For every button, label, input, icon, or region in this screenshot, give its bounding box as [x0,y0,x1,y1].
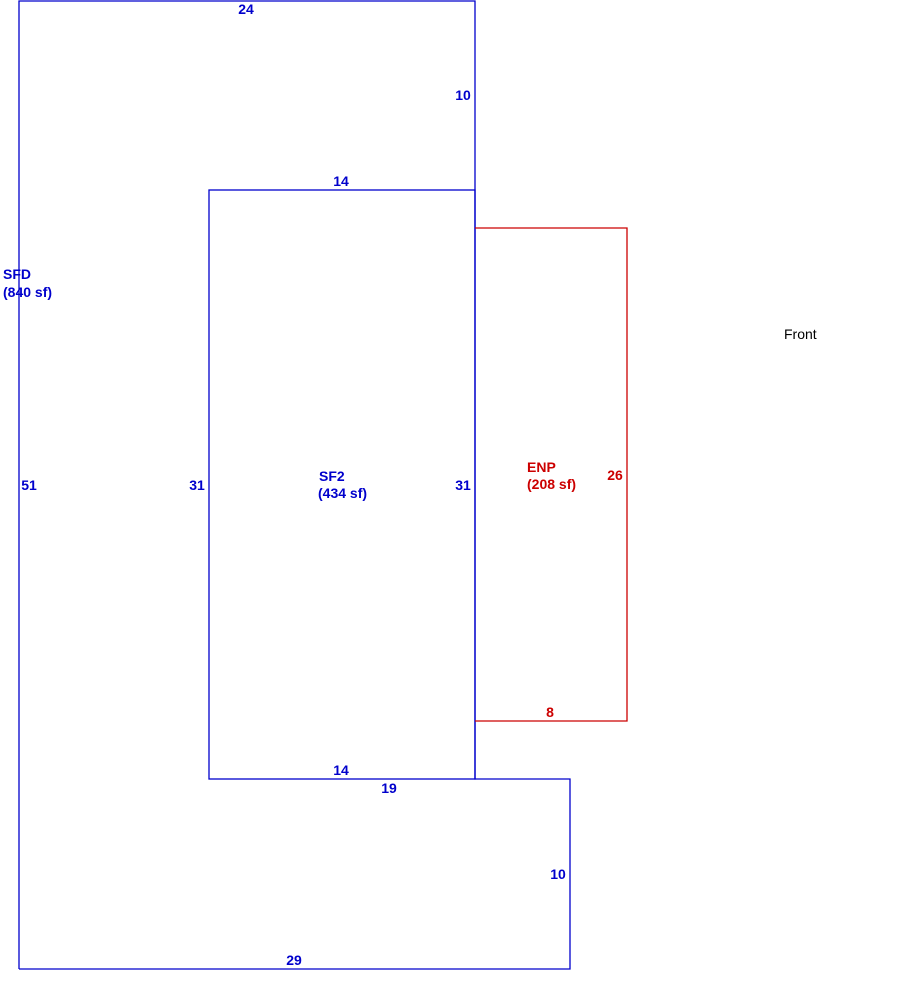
dim-enp-bottom: 8 [546,704,554,720]
dim-sf2-left: 31 [189,477,205,493]
dim-enp-right: 26 [607,467,623,483]
sf2-area-label: (434 sf) [318,485,367,501]
sf2-name-label: SF2 [319,468,345,484]
sfd-outline [18,0,571,970]
sf2-outline [208,189,476,780]
dim-sfd-step-top: 19 [381,780,397,796]
enp-name-label: ENP [527,459,556,475]
dim-sf2-top: 14 [333,173,349,189]
dim-sfd-top: 24 [238,1,254,17]
dim-sf2-right: 31 [455,477,471,493]
sfd-area-label: (840 sf) [3,284,52,300]
enp-outline [475,227,628,722]
dim-sf2-bottom: 14 [333,762,349,778]
front-orientation-label: Front [784,326,817,342]
dim-sfd-right-upper: 10 [455,87,471,103]
dim-sfd-bottom: 29 [286,952,302,968]
dim-sfd-right-lower: 10 [550,866,566,882]
enp-area-label: (208 sf) [527,476,576,492]
dim-sfd-left: 51 [21,477,37,493]
sfd-name-label: SFD [3,266,31,282]
